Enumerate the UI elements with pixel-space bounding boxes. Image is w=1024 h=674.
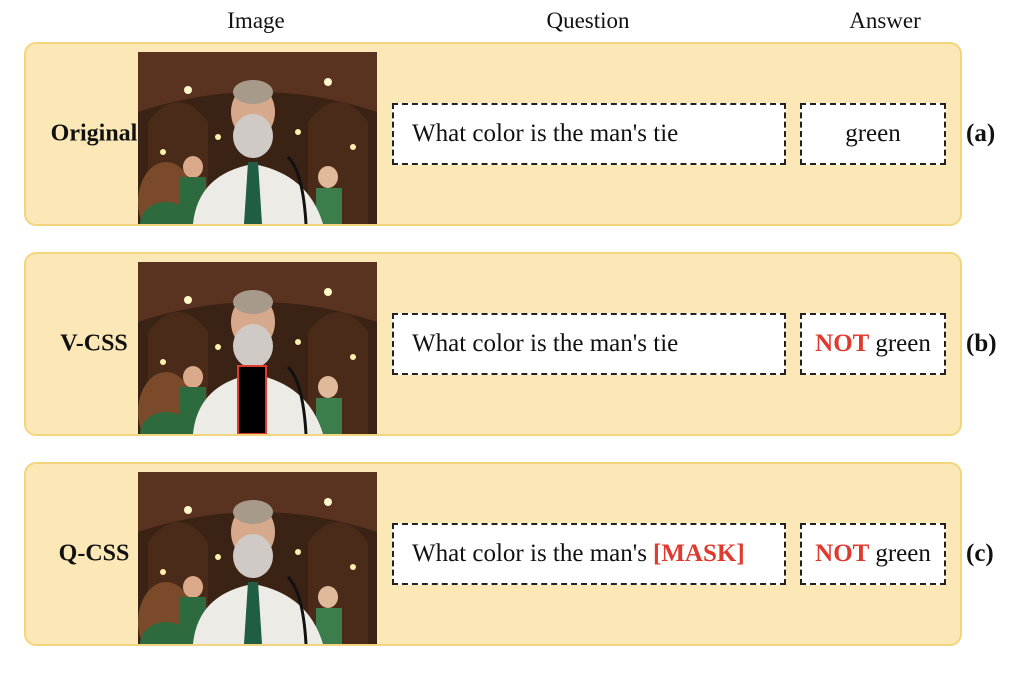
row-tag-a: (a) <box>966 120 996 147</box>
column-header-image: Image <box>227 8 285 33</box>
example-panel-v-css: V-CSS What color is the <box>24 252 997 436</box>
photo-man-tie-masked <box>138 262 377 434</box>
question-box-original: What color is the man's tie <box>392 103 786 165</box>
example-panel-q-css: Q-CSS What color is the <box>24 462 994 646</box>
answer-box-q-css: NOT green <box>800 523 946 585</box>
row-label-original: Original <box>50 120 138 147</box>
question-box-v-css: What color is the man's tie <box>392 313 786 375</box>
example-photo-q-css <box>138 472 377 644</box>
answer-text: green <box>875 540 931 567</box>
row-label-v-css: V-CSS <box>60 330 128 357</box>
example-panel-original: Original What color is <box>24 42 995 226</box>
mask-rectangle <box>237 365 267 434</box>
answer-negation: NOT <box>815 330 870 357</box>
question-text: What color is the man's tie <box>412 120 679 147</box>
answer-text: green <box>875 330 931 357</box>
row-tag-c: (c) <box>966 540 994 567</box>
answer-box-v-css: NOT green <box>800 313 946 375</box>
question-text: What color is the man's tie <box>412 330 679 357</box>
row-tag-b: (b) <box>966 330 997 357</box>
question-text: What color is the man's <box>412 540 647 567</box>
answer-text: green <box>845 120 901 147</box>
column-header-answer: Answer <box>849 8 921 33</box>
question-box-q-css: What color is the man's [MASK] <box>392 523 786 585</box>
example-photo-v-css <box>138 262 377 434</box>
answer-box-original: green <box>800 103 946 165</box>
column-header-question: Question <box>546 8 630 33</box>
example-photo-original <box>138 52 377 224</box>
question-mask-token: [MASK] <box>653 540 745 567</box>
photo-man-tie <box>138 472 377 644</box>
row-label-q-css: Q-CSS <box>58 540 130 567</box>
photo-man-tie <box>138 52 377 224</box>
answer-negation: NOT <box>815 540 870 567</box>
